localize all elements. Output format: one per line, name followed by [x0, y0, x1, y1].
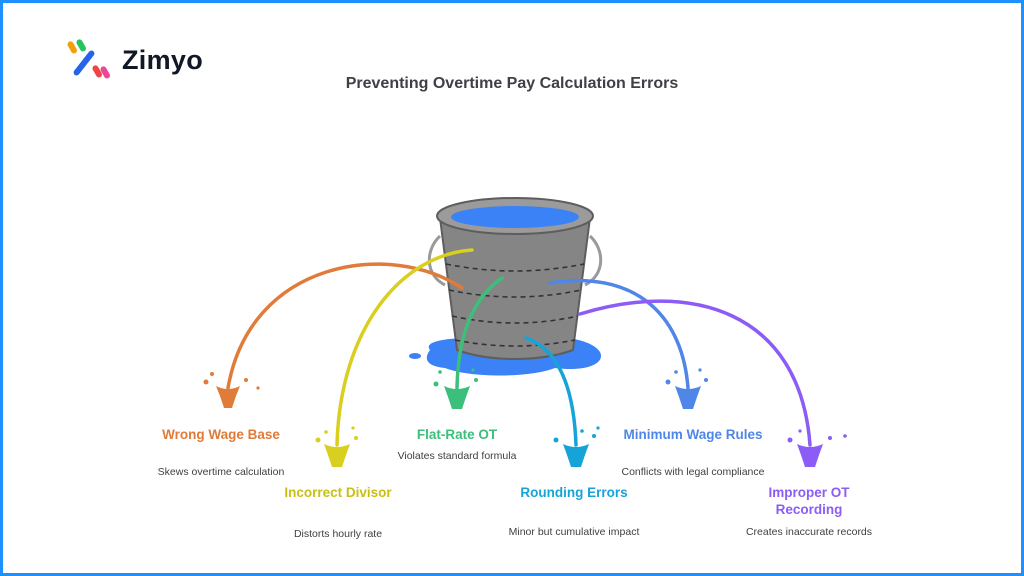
water-splash-icon	[433, 368, 478, 409]
brand-name: Zimyo	[122, 45, 204, 75]
bucket-water	[451, 206, 579, 228]
page-title: Preventing Overtime Pay Calculation Erro…	[345, 75, 679, 92]
stream-wrong-wage-base	[226, 262, 464, 390]
desc-rounding-errors: Minor but cumulative impact	[508, 526, 640, 538]
zimyo-logo-icon	[67, 39, 110, 79]
label-improper-ot-recording: Improper OT Recording	[768, 485, 850, 517]
label-wrong-wage-base: Wrong Wage Base	[162, 427, 280, 442]
stream-rounding-errors	[524, 336, 578, 447]
water-splash-icon	[787, 429, 847, 467]
desc-wrong-wage-base: Skews overtime calculation	[157, 466, 285, 478]
stream-improper-ot-recording	[578, 299, 812, 447]
label-incorrect-divisor: Incorrect Divisor	[284, 485, 392, 500]
bucket-bands	[445, 263, 585, 347]
water-splash-icon	[553, 426, 600, 467]
stream-flat-rate-ot	[455, 276, 504, 390]
label-flat-rate-ot: Flat-Rate OT	[416, 427, 498, 442]
water-drop	[409, 353, 421, 359]
desc-incorrect-divisor: Distorts hourly rate	[293, 528, 383, 540]
water-splash-icon	[315, 426, 358, 467]
water-splash-icon	[203, 372, 260, 408]
desc-improper-ot-recording: Creates inaccurate records	[745, 526, 873, 538]
desc-minimum-wage-rules: Conflicts with legal compliance	[621, 466, 765, 478]
water-splash-icon	[665, 368, 708, 409]
bucket-body	[438, 217, 592, 360]
label-minimum-wage-rules: Minimum Wage Rules	[623, 427, 763, 442]
brand-logo[interactable]: Zimyo	[66, 38, 216, 82]
desc-flat-rate-ot: Violates standard formula	[397, 450, 517, 462]
label-rounding-errors: Rounding Errors	[520, 485, 628, 500]
stream-incorrect-divisor	[335, 248, 474, 447]
